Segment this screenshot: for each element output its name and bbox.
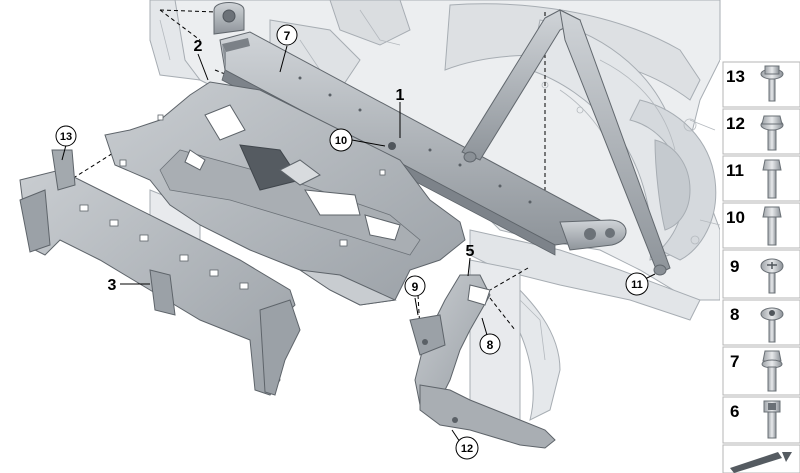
svg-text:8: 8 bbox=[487, 338, 494, 352]
fastener-10: 10 bbox=[722, 202, 800, 249]
svg-text:6: 6 bbox=[730, 402, 739, 421]
callout-9: 9 bbox=[404, 275, 426, 297]
svg-text:8: 8 bbox=[730, 305, 739, 324]
callout-7: 7 bbox=[276, 24, 298, 46]
svg-text:9: 9 bbox=[730, 257, 739, 276]
front-carrier-frame bbox=[19, 149, 301, 396]
callout-11: 11 bbox=[625, 272, 649, 296]
callout-5: 5 bbox=[466, 243, 475, 260]
callout-12: 12 bbox=[455, 436, 479, 460]
torx-flange-screw-icon bbox=[760, 307, 784, 343]
fastener-panel: 13 12 11 bbox=[720, 60, 800, 473]
hex-bolt-icon bbox=[762, 206, 782, 246]
svg-text:7: 7 bbox=[730, 352, 739, 371]
fastener-6: 6 bbox=[722, 396, 800, 444]
svg-text:13: 13 bbox=[726, 67, 745, 86]
svg-text:12: 12 bbox=[726, 114, 745, 133]
svg-text:10: 10 bbox=[335, 135, 347, 147]
svg-text:9: 9 bbox=[412, 280, 419, 294]
bracket-assembly bbox=[409, 274, 556, 449]
leader-lines bbox=[61, 45, 656, 443]
fastener-7: 7 bbox=[722, 346, 800, 396]
svg-text:11: 11 bbox=[631, 279, 643, 291]
collar-bolt-icon bbox=[761, 350, 783, 392]
svg-text:12: 12 bbox=[461, 443, 473, 455]
hex-bolt-icon bbox=[762, 159, 782, 199]
svg-text:11: 11 bbox=[726, 161, 744, 180]
nav-arrow-icon bbox=[730, 452, 792, 473]
fastener-11: 11 bbox=[722, 155, 800, 202]
circled-callouts: 7 10 13 9 8 11 12 bbox=[55, 24, 649, 460]
callout-13: 13 bbox=[55, 125, 77, 147]
fastener-13: 13 bbox=[722, 61, 800, 108]
flange-screw-icon bbox=[760, 65, 784, 102]
callout-2: 2 bbox=[194, 38, 203, 55]
diagonal-strut bbox=[461, 9, 671, 276]
svg-text:13: 13 bbox=[60, 131, 72, 143]
fastener-9: 9 bbox=[722, 249, 800, 299]
callout-10: 10 bbox=[329, 128, 353, 152]
torx-bolt-icon bbox=[763, 400, 781, 439]
hex-flange-bolt-icon bbox=[760, 115, 784, 151]
underbody-plate bbox=[104, 81, 466, 306]
pan-head-screw-icon bbox=[760, 258, 784, 294]
svg-text:7: 7 bbox=[284, 29, 291, 43]
svg-text:10: 10 bbox=[726, 208, 745, 227]
fastener-8: 8 bbox=[722, 299, 800, 346]
callout-3: 3 bbox=[108, 277, 117, 294]
callout-8: 8 bbox=[479, 333, 501, 355]
plain-callouts: 1 2 3 5 bbox=[108, 38, 475, 294]
callout-1: 1 bbox=[396, 87, 405, 104]
fastener-12: 12 bbox=[722, 108, 800, 155]
panel-nav-tile[interactable] bbox=[722, 444, 800, 473]
